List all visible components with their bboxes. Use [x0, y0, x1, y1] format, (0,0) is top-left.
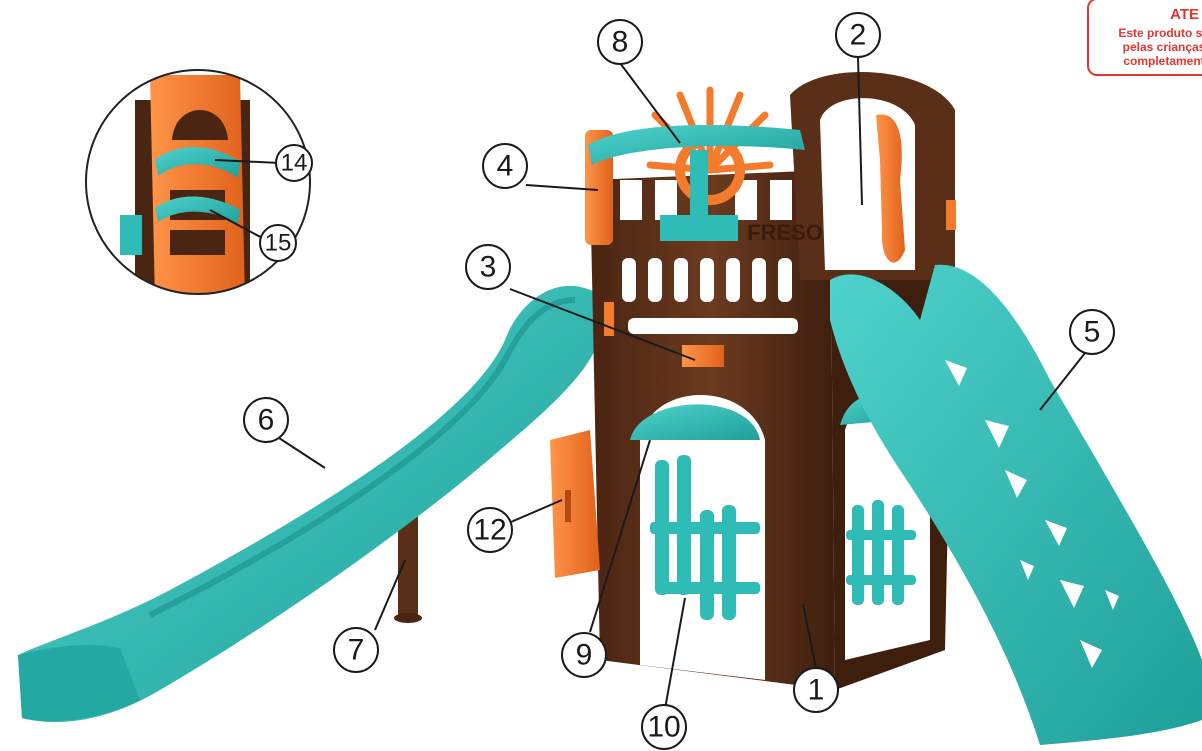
inset-detail — [86, 70, 310, 310]
warning-line-3: completament — [1099, 54, 1202, 68]
callout-12: 12 — [468, 508, 512, 552]
callout-9-label: 9 — [576, 639, 593, 672]
warning-title: ATE — [1089, 6, 1202, 23]
warning-text: Este produto só pelas crianças completam… — [1099, 26, 1202, 68]
callout-15-label: 15 — [265, 230, 292, 257]
warning-line-2: pelas crianças — [1099, 40, 1202, 54]
callout-7-label: 7 — [348, 634, 365, 667]
callout-15: 15 — [260, 225, 296, 261]
side-door — [550, 430, 600, 578]
callout-4: 4 — [483, 144, 527, 188]
callout-6: 6 — [244, 398, 288, 442]
callout-9: 9 — [562, 633, 606, 677]
warning-line-1: Este produto só — [1099, 26, 1202, 40]
callout-6-label: 6 — [258, 404, 275, 437]
callout-14-label: 14 — [281, 150, 308, 177]
callout-8: 8 — [598, 20, 642, 64]
callout-10-label: 10 — [647, 711, 680, 744]
callout-4-label: 4 — [497, 150, 514, 183]
callout-8-label: 8 — [612, 26, 629, 59]
callout-2: 2 — [836, 13, 880, 57]
callout-1-label: 1 — [808, 674, 825, 707]
brand-mark: FRESO — [747, 220, 823, 245]
callout-1: 1 — [794, 668, 838, 712]
warning-box: ATE Este produto só pelas crianças compl… — [1087, 0, 1202, 76]
callout-3: 3 — [466, 245, 510, 289]
callout-14: 14 — [276, 145, 312, 181]
callout-5: 5 — [1070, 310, 1114, 354]
long-slide — [18, 286, 600, 722]
callout-5-label: 5 — [1084, 316, 1101, 349]
callout-3-label: 3 — [480, 251, 497, 284]
callout-7: 7 — [334, 628, 378, 672]
callout-12-label: 12 — [473, 514, 506, 547]
callout-10: 10 — [642, 705, 686, 749]
callout-2-label: 2 — [850, 19, 867, 52]
